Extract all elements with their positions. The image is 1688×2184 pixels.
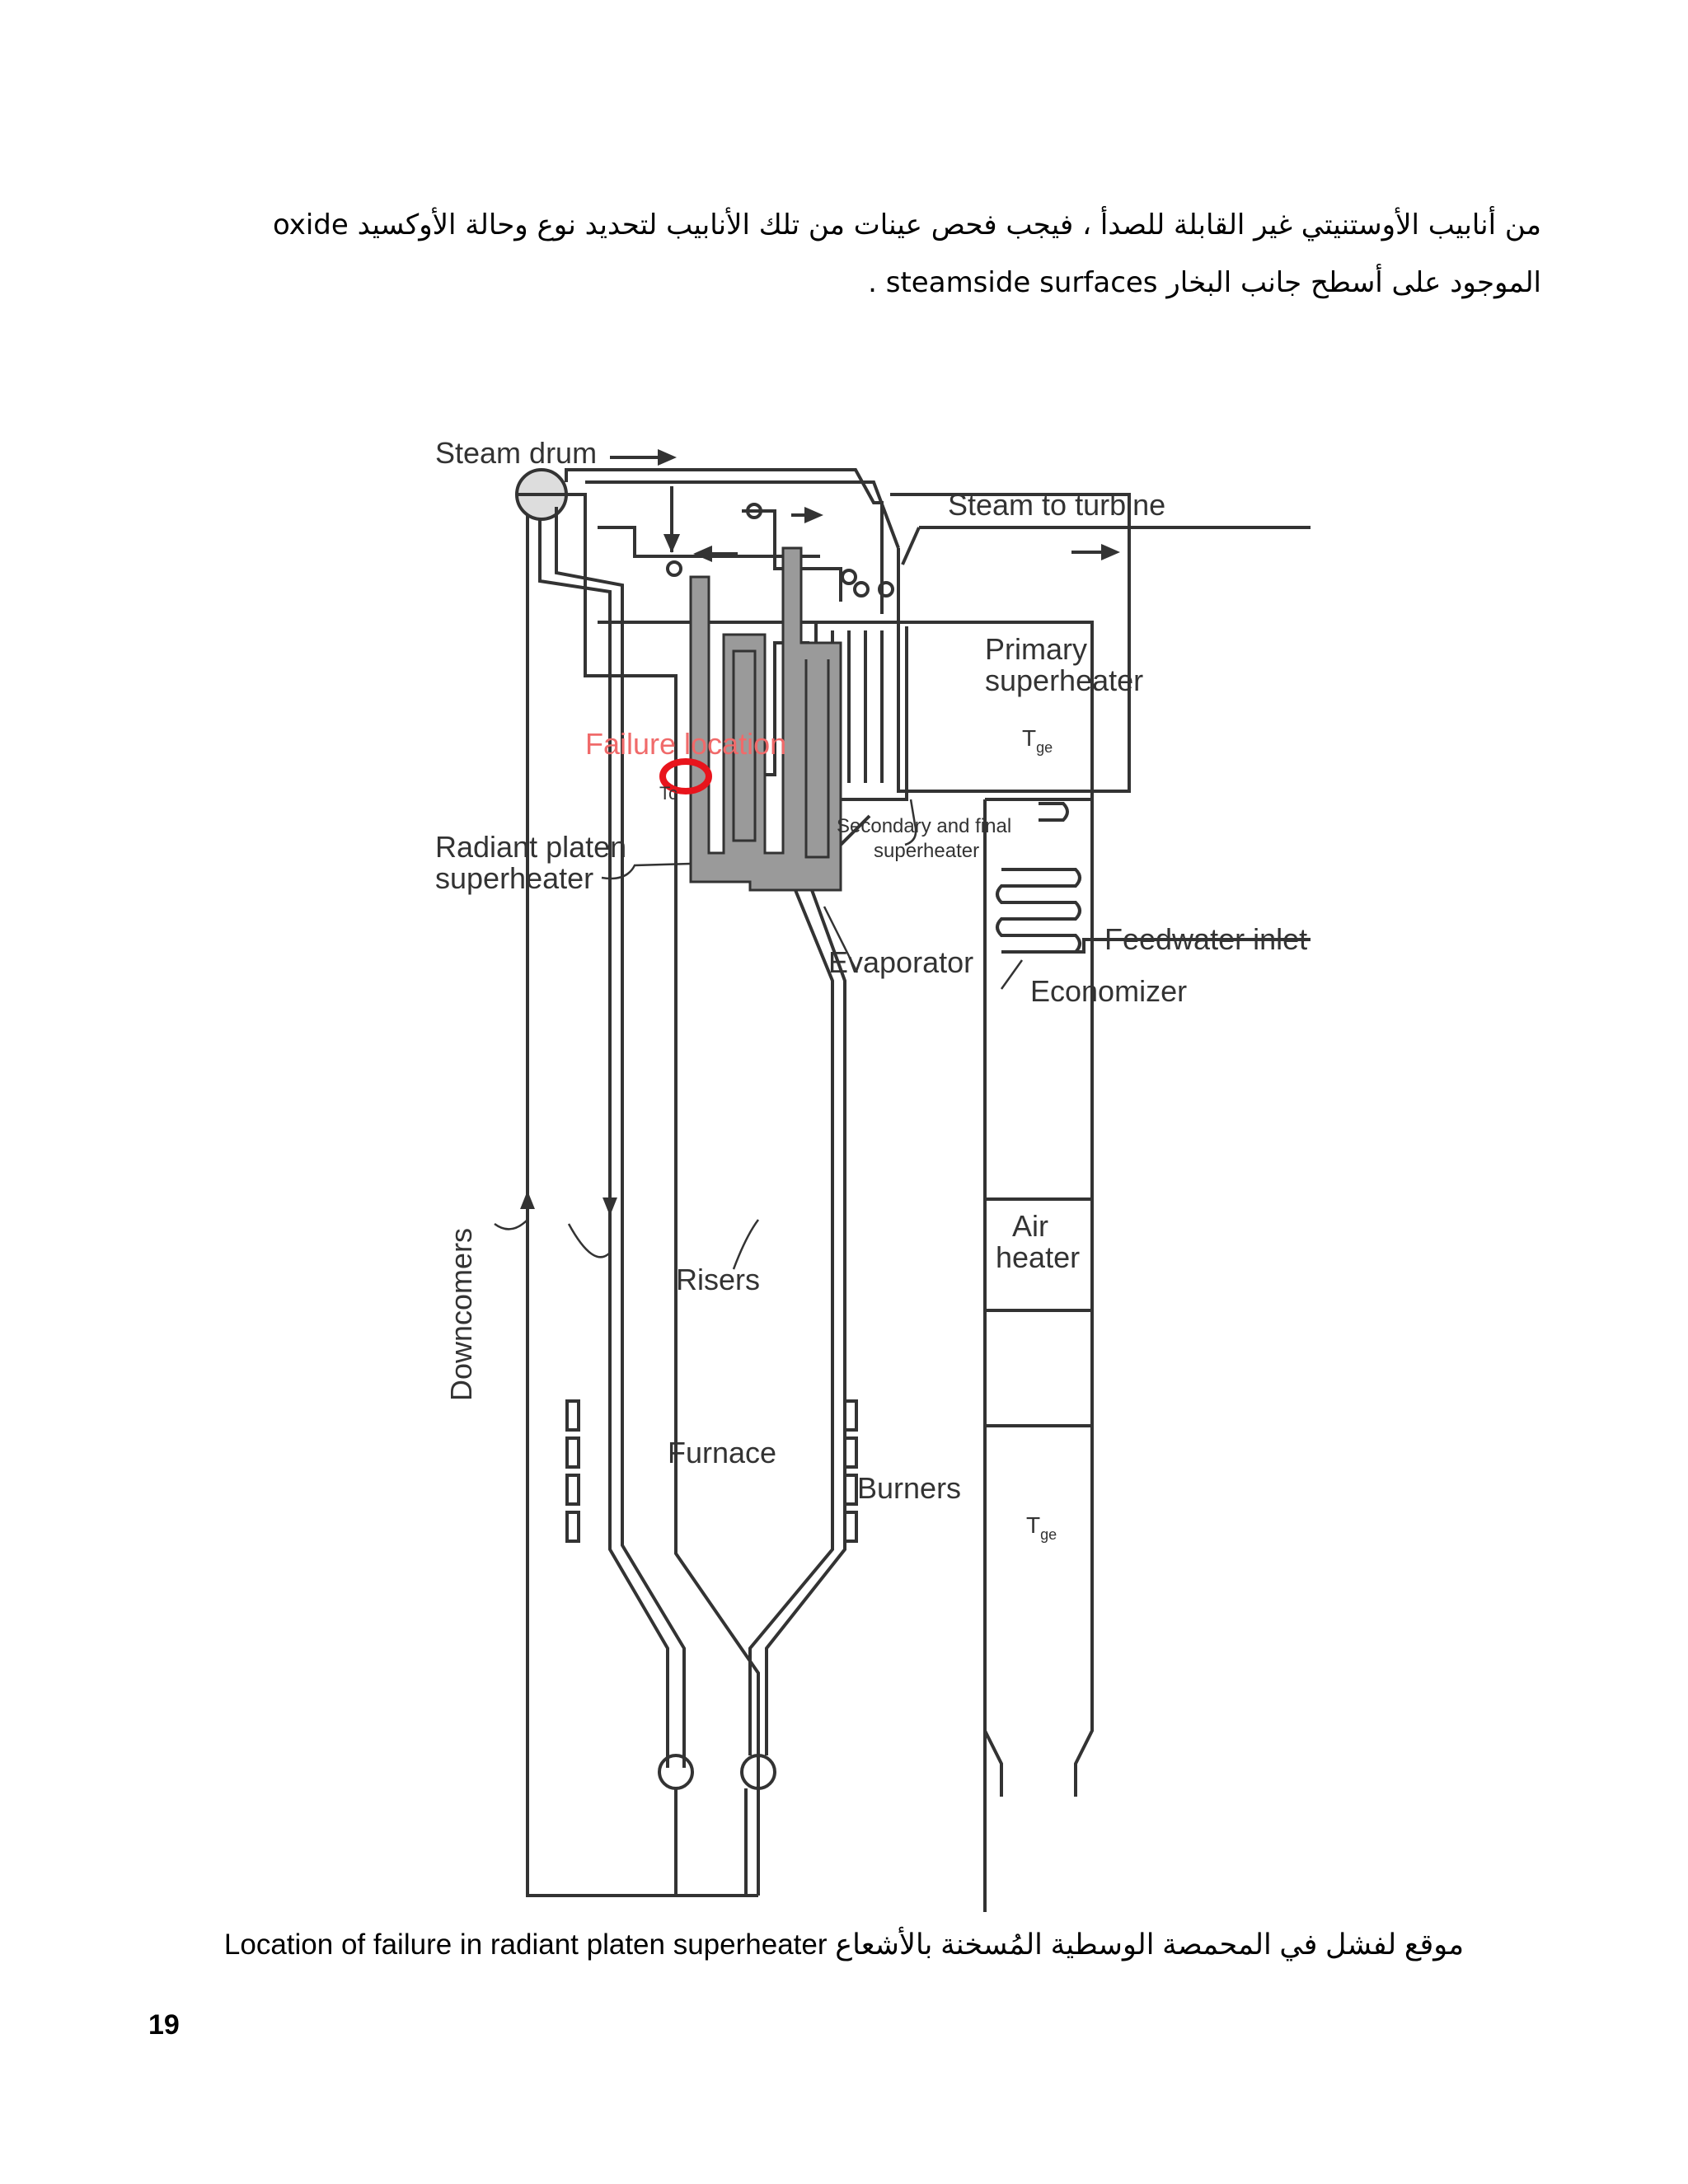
label-furnace: Furnace [668,1436,776,1469]
paragraph-line-1-arabic: من أنابيب الأوستنيتي غير القابلة للصدأ ،… [357,209,1541,241]
paragraph-line-2: الموجود على أسطح جانب البخار steamside s… [140,254,1541,312]
label-secondary-superheater-2: superheater [874,840,979,862]
failure-marker [659,758,712,794]
paragraph-line-1: من أنابيب الأوستنيتي غير القابلة للصدأ ،… [140,196,1541,254]
label-secondary-superheater-1: Secondary and final [837,815,1011,837]
label-tc: Tc [659,783,678,804]
label-primary-superheater-2: superheater [985,663,1143,697]
body-paragraph: من أنابيب الأوستنيتي غير القابلة للصدأ ،… [140,196,1541,312]
label-air-heater-2: heater [996,1240,1080,1274]
label-feedwater-inlet: Feedwater inlet [1104,922,1307,956]
label-radiant-platen-2: superheater [435,861,593,895]
boiler-diagram: Steam drum Steam to turbine Primary supe… [435,436,1311,1912]
label-air-heater-1: Air [1012,1209,1048,1243]
label-tge-upper: Tge [1022,725,1053,756]
label-burners: Burners [857,1471,961,1505]
caption-arabic: موقع لفشل في المحمصة الوسطية المُسخنة با… [835,1929,1465,1961]
label-evaporator: Evaporator [828,945,973,979]
label-radiant-platen-1: Radiant platen [435,830,626,864]
label-steam-drum: Steam drum [435,436,597,470]
paragraph-line-2-english: steamside surfaces [885,266,1158,299]
paragraph-line-2-arabic: الموجود على أسطح جانب البخار [1166,266,1541,299]
caption-english: Location of failure in radiant platen su… [223,1929,828,1961]
label-primary-superheater-1: Primary [985,632,1087,666]
label-tge-lower: Tge [1026,1512,1057,1543]
label-failure-location: Failure location [585,727,786,761]
paragraph-line-1-english: oxide [272,209,349,241]
label-downcomers: Downcomers [444,1228,478,1401]
paragraph-line-2-period: . [868,266,877,299]
radiant-platen-superheater [689,546,842,892]
label-economizer: Economizer [1030,974,1187,1008]
label-risers: Risers [676,1263,760,1296]
page-number: 19 [148,2009,180,2041]
diagram-lines [515,468,1311,1912]
downcomer-pipe [526,515,758,1897]
label-steam-to-turbine: Steam to turbine [948,488,1165,522]
figure-caption: Location of failure in radiant platen su… [0,1929,1688,1961]
flow-arrows [520,448,1311,1216]
